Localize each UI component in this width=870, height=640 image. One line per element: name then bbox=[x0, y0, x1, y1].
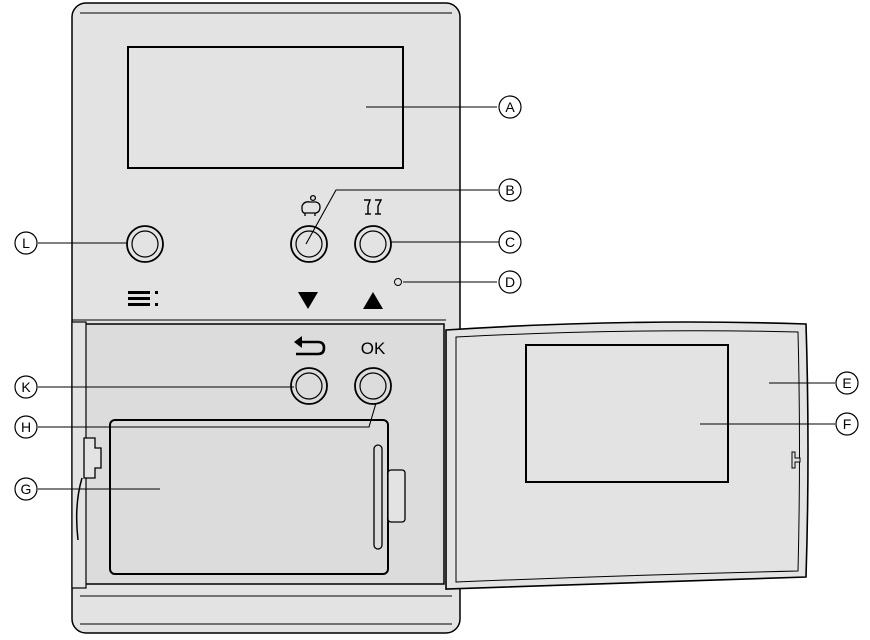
menu-lines-icon bbox=[128, 291, 158, 306]
status-led bbox=[394, 278, 402, 286]
party-up-button[interactable] bbox=[354, 225, 392, 263]
svg-text:C: C bbox=[505, 234, 515, 250]
left-latch bbox=[83, 437, 102, 479]
callout-c: C bbox=[498, 230, 522, 254]
callout-e: E bbox=[835, 371, 859, 395]
svg-text:H: H bbox=[21, 419, 31, 435]
svg-text:G: G bbox=[21, 481, 32, 497]
triangle-up-icon bbox=[363, 292, 383, 309]
battery-compartment bbox=[109, 419, 389, 575]
callout-b: B bbox=[498, 178, 522, 202]
svg-text:D: D bbox=[505, 274, 515, 290]
svg-text:A: A bbox=[505, 99, 515, 115]
cover-clip bbox=[791, 451, 801, 469]
right-latch bbox=[387, 469, 406, 523]
menu-button[interactable] bbox=[126, 225, 164, 263]
svg-text:E: E bbox=[842, 375, 851, 391]
triangle-down-icon bbox=[298, 292, 318, 309]
svg-text:B: B bbox=[505, 182, 514, 198]
callout-l: L bbox=[14, 231, 38, 255]
piggy-bank-icon bbox=[301, 194, 321, 216]
callout-h: H bbox=[14, 415, 38, 439]
eco-down-button[interactable] bbox=[290, 225, 328, 263]
ok-label: OK bbox=[361, 339, 386, 358]
callout-g: G bbox=[14, 477, 38, 501]
callout-f: F bbox=[835, 412, 859, 436]
display-screen bbox=[127, 46, 404, 169]
battery-slot bbox=[373, 444, 383, 550]
ok-button[interactable] bbox=[354, 367, 392, 405]
cover-window bbox=[525, 344, 729, 483]
svg-text:F: F bbox=[843, 416, 852, 432]
party-glasses-icon bbox=[364, 199, 383, 215]
callout-a: A bbox=[498, 95, 522, 119]
leader-lines bbox=[38, 106, 835, 490]
back-arrow-icon bbox=[294, 336, 326, 356]
svg-text:K: K bbox=[21, 379, 31, 395]
back-button[interactable] bbox=[290, 367, 328, 405]
svg-text:L: L bbox=[22, 235, 30, 251]
callout-k: K bbox=[14, 375, 38, 399]
left-lever bbox=[75, 477, 83, 541]
callout-d: D bbox=[498, 270, 522, 294]
